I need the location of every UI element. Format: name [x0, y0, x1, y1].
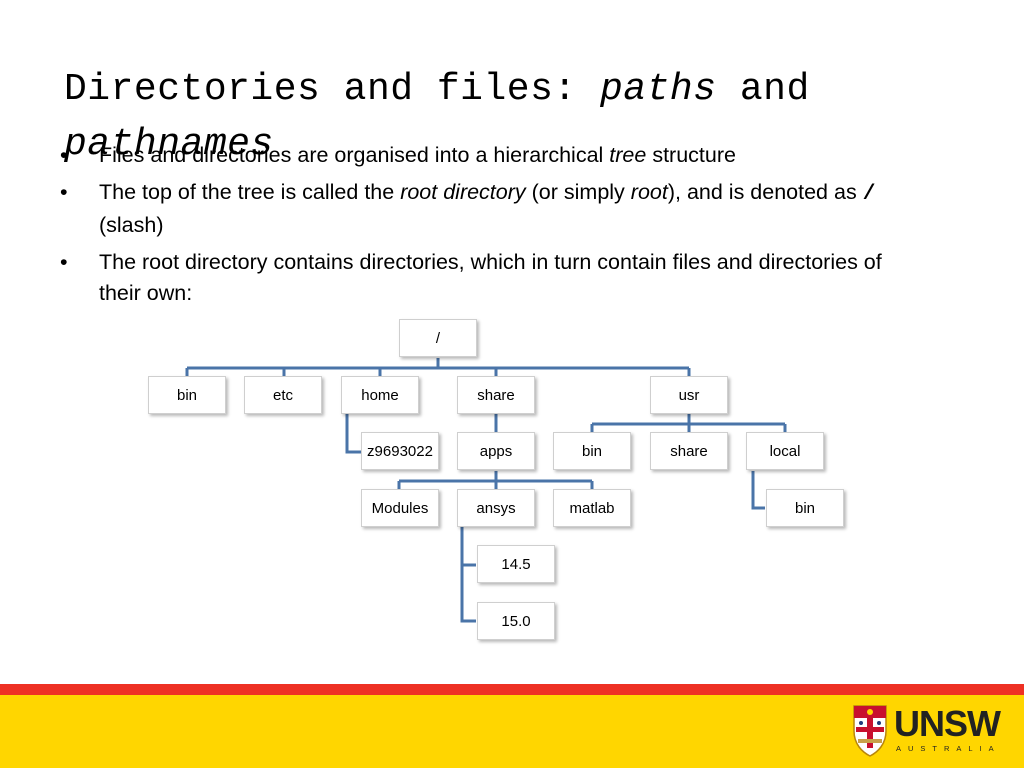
tree-node-share: share: [457, 376, 535, 414]
tree-node-z9693022: z9693022: [361, 432, 439, 470]
bullet-marker: •: [60, 180, 68, 204]
logo-wordmark: UNSW: [894, 703, 1001, 744]
logo-subtext: AUSTRALIA: [896, 744, 1001, 753]
bullet-text: (slash): [99, 213, 164, 237]
slash-code: /: [862, 182, 876, 206]
bullet-text: The root directory contains directories,…: [99, 250, 882, 305]
bullet-marker: •: [60, 250, 68, 274]
tree-node-15-0: 15.0: [477, 602, 555, 640]
tree-node-modules: Modules: [361, 489, 439, 527]
title-text: Directories and files:: [64, 68, 600, 111]
tree-node-usr: usr: [650, 376, 728, 414]
unsw-logo: UNSW AUSTRALIA: [850, 703, 1010, 759]
tree-node-local: local: [746, 432, 824, 470]
tree-node-usr-share: share: [650, 432, 728, 470]
footer-red-stripe: [0, 684, 1024, 695]
title-emphasis-pathnames: pathnames: [64, 123, 274, 166]
bullet-text: The top of the tree is called the: [99, 180, 401, 204]
bullet-list: • Files and directories are organised int…: [60, 140, 900, 315]
bullet-text: (or simply: [525, 180, 631, 204]
bullet-text: ), and is denoted as: [667, 180, 863, 204]
bullet-marker: •: [60, 143, 68, 167]
slide-title: Directories and files: paths and pathnam…: [64, 62, 964, 172]
bullet-item: • The root directory contains directories…: [60, 247, 900, 309]
bullet-item: • Files and directories are organised int…: [60, 140, 900, 171]
tree-node-apps: apps: [457, 432, 535, 470]
tree-node-local-bin: bin: [766, 489, 844, 527]
tree-node-bin: bin: [148, 376, 226, 414]
tree-node-home: home: [341, 376, 419, 414]
bullet-emphasis: root directory: [400, 180, 526, 204]
tree-node-root: /: [399, 319, 477, 357]
bullet-text: structure: [646, 143, 736, 167]
title-text-and: and: [716, 68, 810, 111]
tree-node-usr-bin: bin: [553, 432, 631, 470]
title-emphasis-paths: paths: [600, 68, 717, 111]
bullet-text: Files and directories are organised into…: [99, 143, 610, 167]
tree-node-14-5: 14.5: [477, 545, 555, 583]
bullet-emphasis: tree: [609, 143, 647, 167]
tree-node-etc: etc: [244, 376, 322, 414]
unsw-crest-icon: [853, 705, 887, 757]
bullet-emphasis: root: [630, 180, 668, 204]
tree-node-matlab: matlab: [553, 489, 631, 527]
bullet-item: • The top of the tree is called the root …: [60, 177, 900, 241]
tree-node-ansys: ansys: [457, 489, 535, 527]
